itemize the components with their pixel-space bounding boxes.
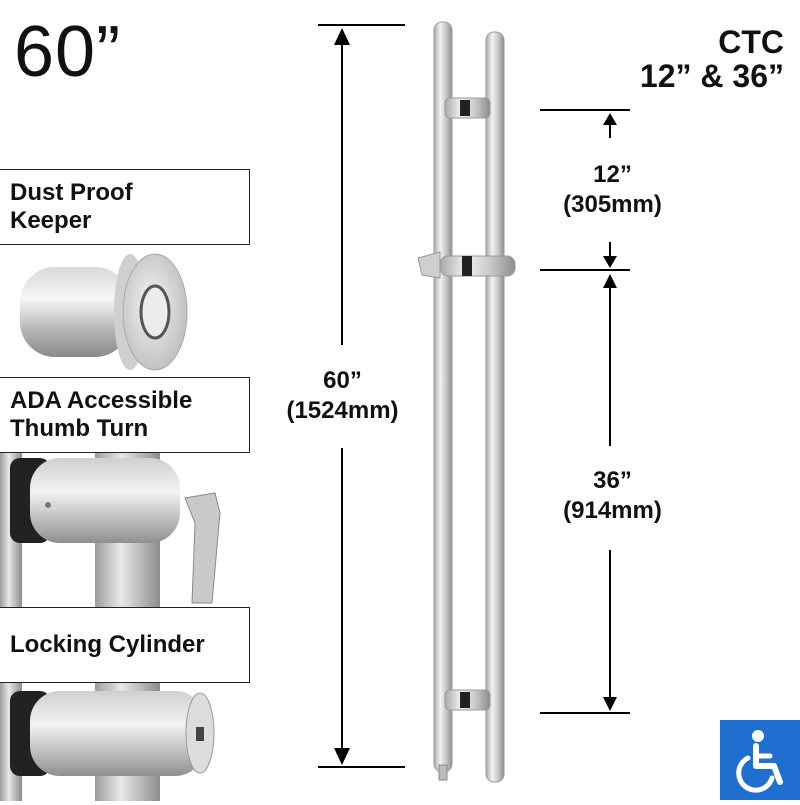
dimension-imperial: 36” [593,467,632,494]
lower-dimension-label: 36” (914mm) [545,466,680,526]
feature-label-dust-proof-keeper: Dust Proof Keeper [0,170,250,245]
locking-cylinder-image [0,683,250,801]
standoff-bottom-ring [460,692,470,708]
features-panel: Dust Proof Keeper [0,169,250,801]
dimension-imperial: 60” [323,367,362,394]
accessibility-badge [720,720,800,800]
ctc-label: CTC 12” & 36” [639,24,784,94]
arrowhead [603,256,617,268]
feature-label-line: ADA Accessible [10,387,193,415]
feature-label-line: Keeper [10,207,92,234]
feature-label-thumb-turn: ADA Accessible Thumb Turn [0,378,250,453]
thumb-turn-image [0,453,250,608]
arrowhead [603,274,617,288]
arrowhead [334,748,350,765]
feature-label-locking-cylinder: Locking Cylinder [0,608,250,683]
upper-dimension-label: 12” (305mm) [545,160,680,220]
dimension-metric: (914mm) [563,497,662,524]
arrowhead [603,113,617,125]
dimension-metric: (305mm) [563,191,662,218]
arrowhead [334,28,350,45]
ctc-values: 12” & 36” [639,57,784,94]
handle-rod-right [485,31,505,783]
feature-label-line: Locking Cylinder [10,631,205,659]
feature-label-line: Thumb Turn [10,415,149,442]
product-length-title: 60” [14,12,122,92]
dimension-metric: (1524mm) [286,397,399,424]
standoff-middle-ring [462,256,472,276]
handle-pin [438,764,448,781]
handle-rod-left [433,21,453,773]
dust-proof-keeper-icon [20,253,188,371]
locking-cylinder-icon [0,683,215,801]
keeper-bracket [417,251,441,279]
standoff-middle [439,255,516,277]
dimension-imperial: 12” [593,161,632,188]
ctc-heading: CTC [718,24,784,60]
thumb-turn-icon [0,453,221,607]
overall-dimension-label: 60” (1524mm) [270,366,415,426]
wheelchair-icon [736,730,783,793]
standoff-top-ring [460,100,470,116]
dust-proof-keeper-image [0,245,250,378]
feature-label-line: Dust Proof [10,179,133,207]
keyhole-icon [196,727,204,741]
arrowhead [603,697,617,711]
